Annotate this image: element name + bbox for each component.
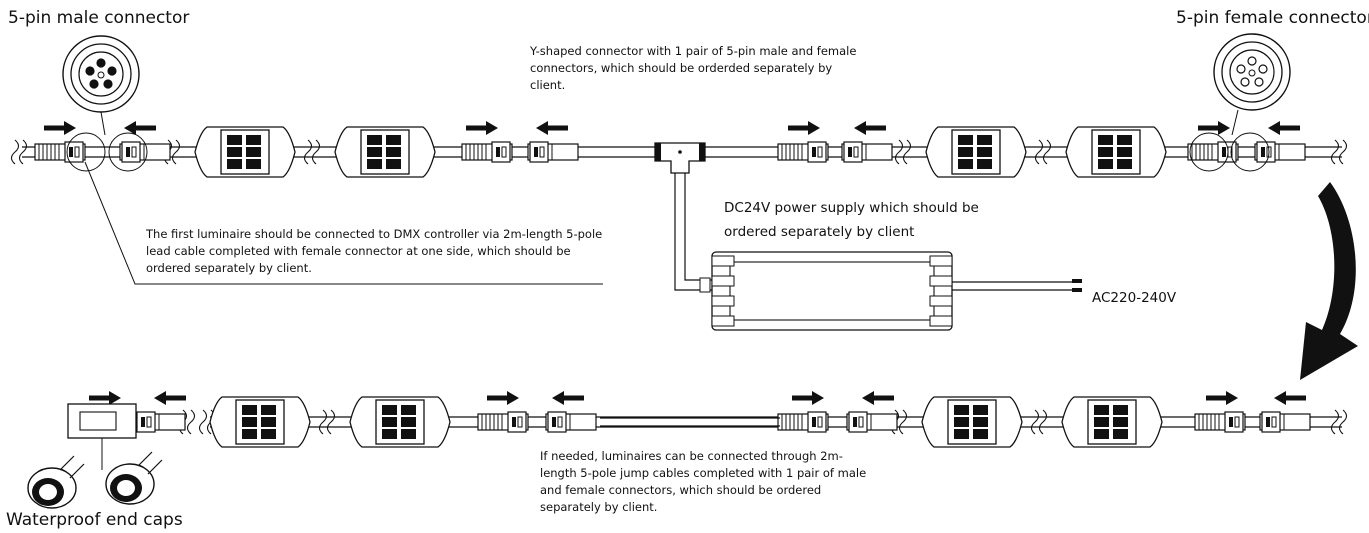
direction-arrow-right: [1206, 391, 1238, 405]
female-socket-connector: [1254, 141, 1306, 163]
female-socket-connector: [527, 141, 579, 163]
mains-voltage-label: AC220-240V: [1092, 290, 1177, 306]
cable-break-mark: [10, 139, 28, 165]
male-plug-connector: [777, 411, 829, 433]
first-luminaire-note: The first luminaire should be connected …: [146, 227, 603, 275]
cable-break-mark: [894, 139, 912, 165]
direction-arrow-right: [466, 121, 498, 135]
male-plug-connector: [34, 141, 86, 163]
male-connector-face: [62, 35, 140, 113]
luminaire-module: [194, 126, 296, 178]
direction-arrow-left: [536, 121, 568, 135]
cable-break-mark: [303, 139, 321, 165]
jump-cable: [600, 417, 780, 427]
continuation-arrow: [1300, 182, 1358, 380]
cable-break-mark: [1330, 139, 1348, 165]
y-shaped-connector: [654, 142, 706, 174]
direction-arrow-left: [552, 391, 584, 405]
luminaire-module: [349, 396, 451, 448]
luminaire-module: [1065, 126, 1167, 178]
male-plug-connector: [1194, 411, 1246, 433]
luminaire-module: [334, 126, 436, 178]
cable-break-mark: [1034, 139, 1052, 165]
female-connector-label: 5-pin female connector: [1176, 8, 1369, 28]
luminaire-module: [1061, 396, 1163, 448]
connector-callouts: [66, 109, 1270, 172]
cable-break-mark: [1030, 409, 1048, 435]
power-supply-note: DC24V power supply which should be order…: [724, 200, 979, 240]
direction-arrow-left: [1274, 391, 1306, 405]
jump-cable-note: If needed, luminaires can be connected t…: [540, 449, 867, 514]
female-socket-connector: [134, 411, 186, 433]
y-connector-note: Y-shaped connector with 1 pair of 5-pin …: [530, 44, 857, 92]
direction-arrow-right: [487, 391, 519, 405]
mains-output-wires: [952, 279, 1082, 292]
female-connector-face: [1213, 33, 1291, 111]
cable-break-mark: [1330, 409, 1348, 435]
power-branch-cable: [674, 173, 720, 293]
male-plug-connector: [461, 141, 513, 163]
end-caps-label: Waterproof end caps: [6, 510, 183, 530]
direction-arrow-left: [1268, 121, 1300, 135]
male-connector-label: 5-pin male connector: [8, 8, 190, 28]
luminaire-module: [925, 126, 1027, 178]
female-socket-connector: [841, 141, 893, 163]
female-socket-connector: [545, 411, 597, 433]
direction-arrow-right: [44, 121, 76, 135]
direction-arrow-right: [1198, 121, 1230, 135]
direction-arrow-right: [792, 391, 824, 405]
direction-arrow-left: [154, 391, 186, 405]
male-plug-connector: [777, 141, 829, 163]
direction-arrow-left: [854, 121, 886, 135]
waterproof-end-cap-left: [27, 455, 85, 509]
male-plug-connector: [477, 411, 529, 433]
cable-break-mark: [318, 409, 336, 435]
luminaire-module: [209, 396, 311, 448]
direction-arrow-left: [124, 121, 156, 135]
end-cap-box: [67, 403, 137, 470]
direction-arrow-right: [788, 121, 820, 135]
waterproof-end-cap-right: [105, 451, 163, 505]
component-layer: [27, 33, 1358, 509]
female-socket-connector: [846, 411, 898, 433]
female-socket-connector: [119, 141, 171, 163]
power-supply-unit: [711, 251, 953, 331]
female-socket-connector: [1259, 411, 1311, 433]
direction-arrow-right: [89, 391, 121, 405]
first-luminaire-leader: [84, 161, 603, 285]
luminaire-module: [921, 396, 1023, 448]
direction-arrow-left: [862, 391, 894, 405]
